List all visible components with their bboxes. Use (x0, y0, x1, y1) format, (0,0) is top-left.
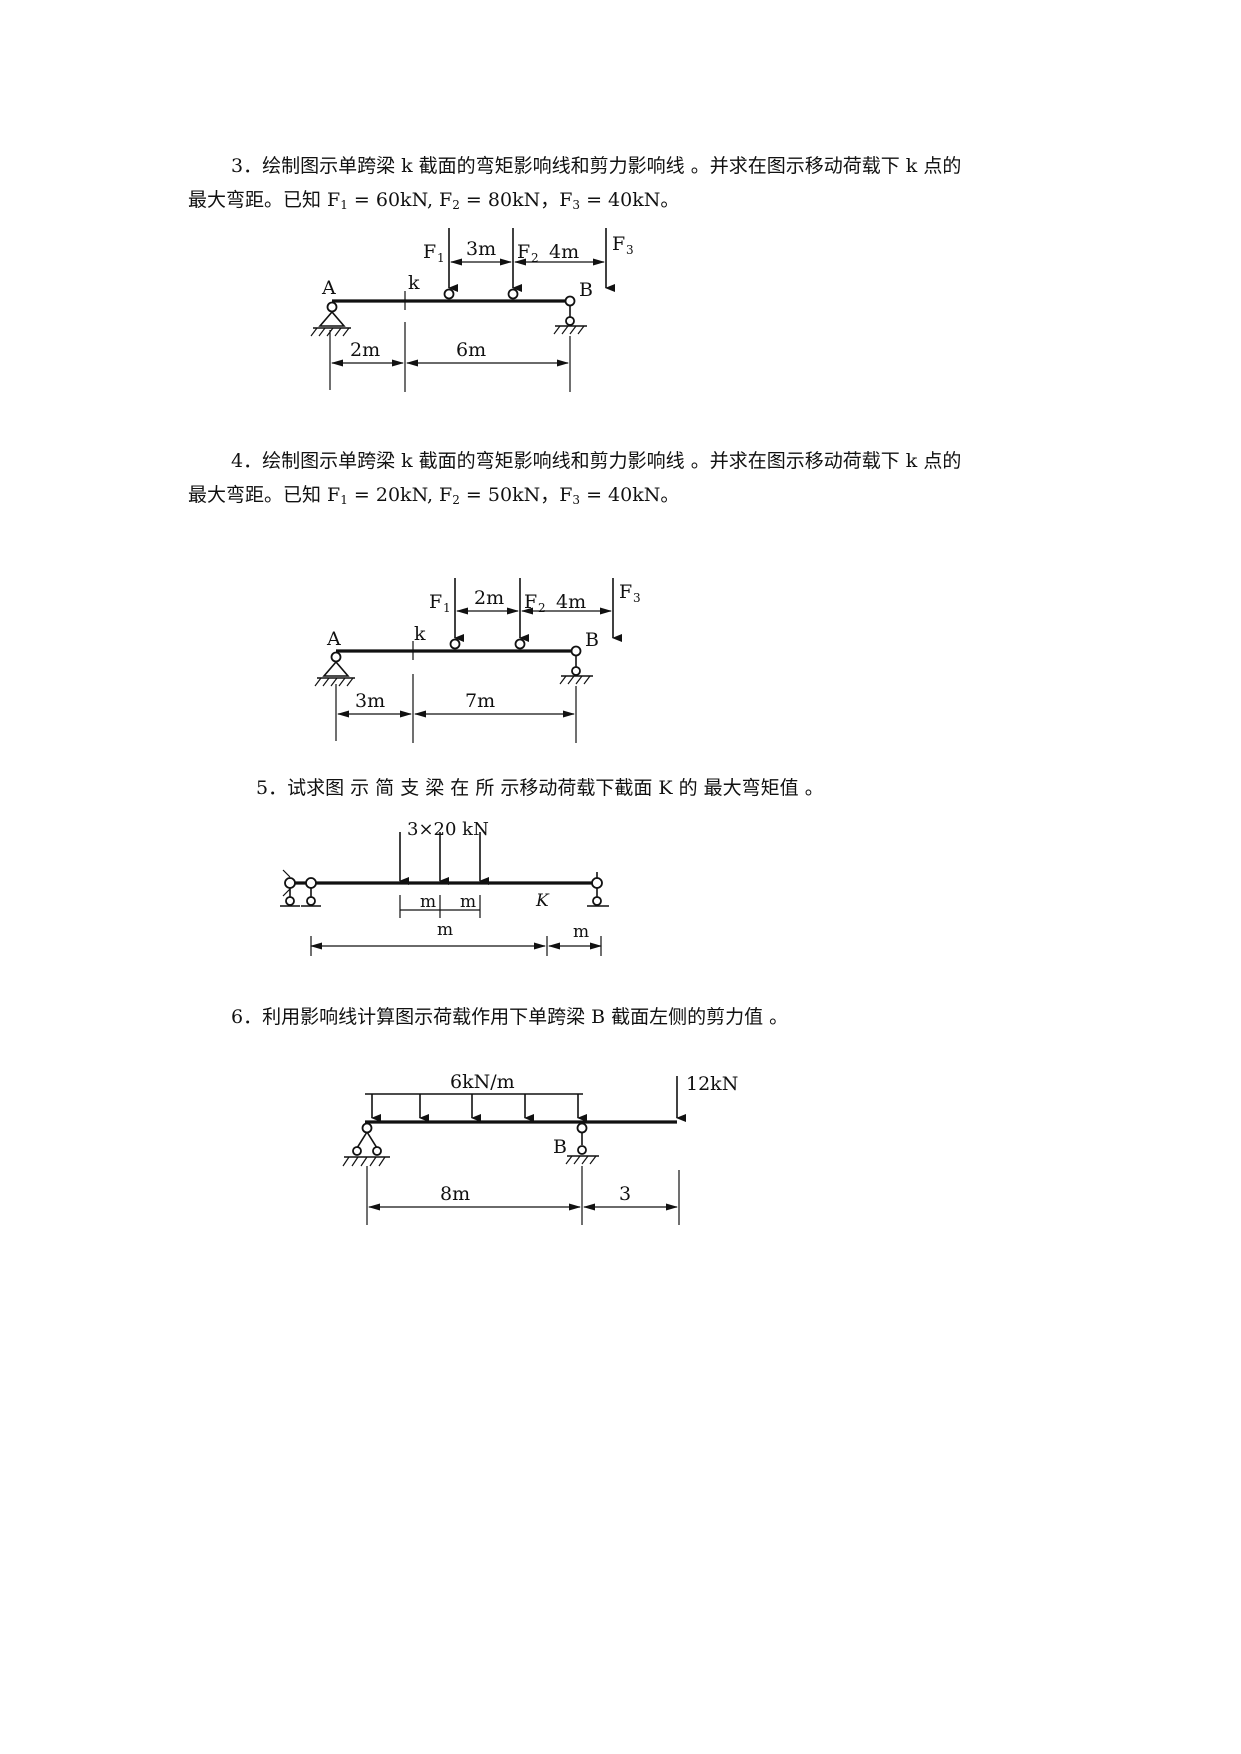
label-k: k (414, 623, 426, 645)
left-support (280, 869, 321, 907)
roller-support-b (559, 645, 593, 685)
problem-4-line-2: 最大弯距。已知 F1 = 20kN, F2 = 50kN，F3 = 40kN。 (188, 484, 680, 507)
spacing-label-1: 3m (466, 238, 496, 260)
spacing-label-2: 4m (556, 591, 586, 613)
svg-text:3: 3 (633, 591, 641, 605)
load-label: 3×20 kN (407, 819, 489, 840)
point-load-label: 12kN (686, 1073, 738, 1095)
pin-support-a (310, 301, 351, 337)
label-a: A (321, 277, 336, 299)
moving-load-f1: F 1 (429, 578, 464, 650)
label-b: B (553, 1136, 567, 1158)
label-b: B (585, 629, 599, 651)
distributed-load-label: 6kN/m (450, 1071, 515, 1093)
problem-6-text: 6．利用影响线计算图示荷载作用下单跨梁 B 截面左侧的剪力值 。 (231, 1006, 789, 1028)
problem-4-text: 4．绘制图示单跨梁 k 截面的弯矩影响线和剪力影响线 。并求在图示移动荷载下 k… (231, 450, 962, 472)
dimension-label-main: m (437, 920, 453, 940)
svg-text:2: 2 (531, 251, 539, 265)
svg-text:1: 1 (443, 601, 451, 615)
distributed-load (365, 1093, 587, 1122)
svg-text:F: F (429, 591, 442, 613)
label-a: A (326, 628, 341, 650)
svg-text:3: 3 (626, 243, 634, 257)
dimension-label-1: 2m (350, 339, 380, 361)
svg-text:1: 1 (437, 251, 445, 265)
spacing-label-2: m (460, 892, 476, 912)
problem-5-text: 5．试求图 示 简 支 梁 在 所 示移动荷载下截面 K 的 最大弯矩值 。 (256, 777, 824, 799)
pin-support-a (314, 651, 355, 687)
dimension-label-2: 6m (456, 339, 486, 361)
dimension-label-right: m (573, 922, 589, 942)
problem-5-line-1: 5．试求图 示 简 支 梁 在 所 示移动荷载下截面 K 的 最大弯矩值 。 (256, 772, 824, 805)
problem-4-line-1: 4．绘制图示单跨梁 k 截面的弯矩影响线和剪力影响线 。并求在图示移动荷载下 k… (231, 445, 961, 478)
svg-text:F: F (619, 581, 632, 603)
label-k: k (408, 272, 420, 294)
dimension-label-1: 3m (355, 690, 385, 712)
svg-text:F: F (612, 233, 625, 255)
roller-support-b (565, 1122, 599, 1165)
svg-text:F: F (517, 241, 530, 263)
problem-6-line-1: 6．利用影响线计算图示荷载作用下单跨梁 B 截面左侧的剪力值 。 (231, 1001, 788, 1034)
spacing-label-1: 2m (474, 587, 504, 609)
problem-3-line-2: 最大弯距。已知 F1 = 60kN, F2 = 80kN，F3 = 40kN。 (188, 189, 680, 212)
moving-load-f3: F 3 (605, 228, 634, 292)
label-k: K (535, 891, 550, 911)
label-b: B (579, 279, 593, 301)
problem-3-line-1: 3．绘制图示单跨梁 k 截面的弯矩影响线和剪力影响线 。并求在图示移动荷载下 k… (231, 150, 961, 183)
right-support (587, 872, 609, 907)
moving-load-f3: F 3 (612, 578, 641, 642)
dimension-label-2: 7m (465, 690, 495, 712)
left-support (342, 1122, 390, 1167)
svg-text:F: F (423, 241, 436, 263)
spacing-label-2: 4m (549, 241, 579, 263)
moving-load-f2: F 2 (507, 228, 539, 300)
problem-3-text: 3．绘制图示单跨梁 k 截面的弯矩影响线和剪力影响线 。并求在图示移动荷载下 k… (231, 155, 962, 177)
dimension-label-2: 3 (619, 1183, 631, 1205)
moving-load-f1: F 1 (423, 228, 458, 300)
spacing-label-1: m (420, 892, 436, 912)
roller-support-b (553, 295, 587, 335)
dimension-label-1: 8m (440, 1183, 470, 1205)
